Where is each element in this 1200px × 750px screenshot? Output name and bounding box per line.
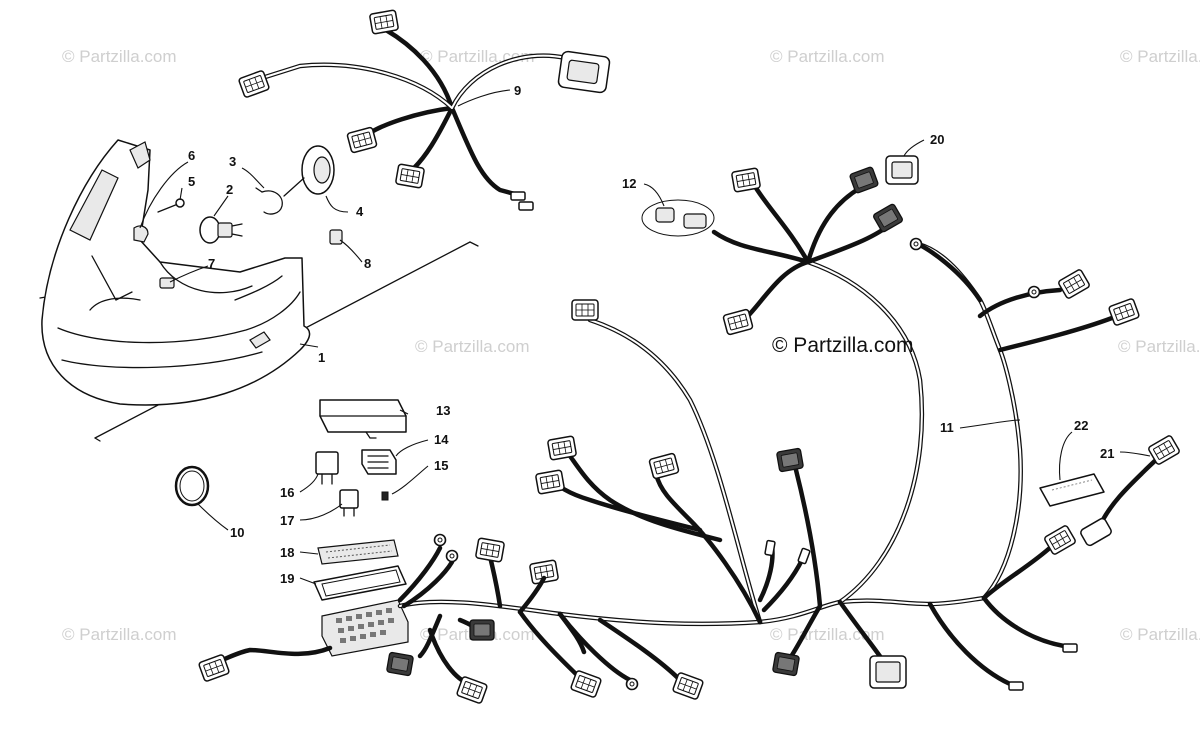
watermark: © Partzilla.com — [62, 47, 177, 66]
callout-14: 14 — [434, 432, 449, 447]
callout-8: 8 — [364, 256, 371, 271]
callout-17: 17 — [280, 513, 294, 528]
callout-19: 19 — [280, 571, 294, 586]
callout-13: 13 — [436, 403, 450, 418]
watermark: © Partzilla.com — [770, 625, 885, 644]
callout-20: 20 — [930, 132, 944, 147]
callout-6: 6 — [188, 148, 195, 163]
callout-15: 15 — [434, 458, 448, 473]
leader-lines — [139, 89, 1151, 585]
callout-21: 21 — [1100, 446, 1114, 461]
callout-5: 5 — [188, 174, 195, 189]
callout-16: 16 — [280, 485, 294, 500]
callout-12: 12 — [622, 176, 636, 191]
copyright-notice: © Partzilla.com — [772, 334, 914, 357]
callout-labels: 1 2 3 4 5 6 7 8 9 10 11 12 13 14 15 16 1… — [188, 83, 1114, 586]
watermark: © Partzilla.com — [415, 337, 530, 356]
watermark: © Partzilla.com — [1118, 337, 1200, 356]
callout-9: 9 — [514, 83, 521, 98]
headlight-assembly — [39, 139, 479, 442]
callout-2: 2 — [226, 182, 233, 197]
callout-22: 22 — [1074, 418, 1088, 433]
small-parts — [174, 399, 409, 657]
callout-7: 7 — [208, 256, 215, 271]
callout-11: 11 — [940, 420, 954, 435]
watermark: © Partzilla.com — [770, 47, 885, 66]
callout-18: 18 — [280, 545, 294, 560]
callout-4: 4 — [356, 204, 364, 219]
callout-10: 10 — [230, 525, 244, 540]
watermark: © Partzilla.com — [1120, 47, 1200, 66]
callout-1: 1 — [318, 350, 325, 365]
main-harness — [197, 155, 1182, 705]
callout-3: 3 — [229, 154, 236, 169]
headlight-harness — [237, 9, 611, 211]
watermark-layer: © Partzilla.com © Partzilla.com © Partzi… — [62, 47, 1200, 644]
watermark: © Partzilla.com — [62, 625, 177, 644]
watermark: © Partzilla.com — [1120, 625, 1200, 644]
